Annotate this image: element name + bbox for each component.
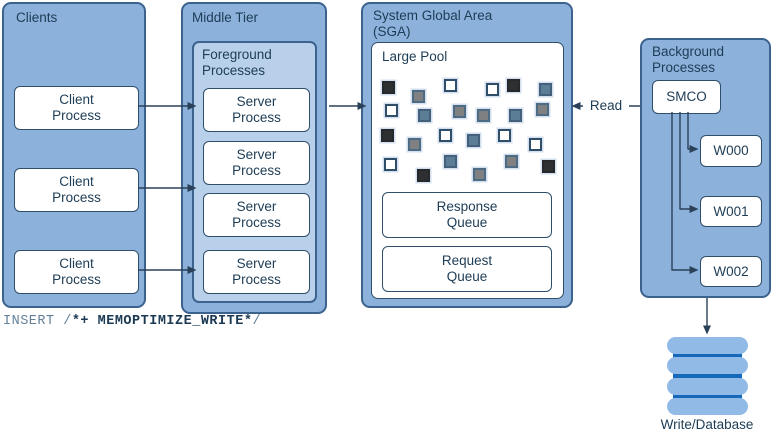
large-pool-box: Large Pool Response Queue Request Queue <box>371 42 564 299</box>
server-process-box: Server Process <box>203 88 310 132</box>
memory-block <box>382 81 395 94</box>
client-process-box: Client Process <box>14 168 139 212</box>
database-platter <box>667 337 748 354</box>
middle-tier-title: Middle Tier <box>192 10 259 25</box>
memory-block <box>408 138 421 151</box>
background-processes-panel: Background Processes SMCO W000 W001 W002 <box>640 38 771 298</box>
memory-block <box>477 109 490 122</box>
database-icon <box>667 337 748 415</box>
large-pool-squares <box>372 43 563 298</box>
memory-block <box>412 90 425 103</box>
sga-panel: System Global Area (SGA) Large Pool Resp… <box>361 2 573 308</box>
sql-prefix: INSERT / <box>3 314 72 329</box>
memory-block <box>507 79 520 92</box>
worker-box: W002 <box>700 256 762 287</box>
background-processes-title: Background Processes <box>652 44 725 76</box>
clients-panel: Clients Client Process Client Process Cl… <box>2 2 146 308</box>
request-queue-box: Request Queue <box>382 246 552 292</box>
sql-suffix: / <box>252 314 262 329</box>
memory-block <box>509 109 522 122</box>
large-pool-title: Large Pool <box>382 49 448 64</box>
memory-block <box>381 129 394 142</box>
clients-title: Clients <box>16 10 58 25</box>
memory-block <box>444 79 457 92</box>
sql-hint: INSERT /*+ MEMOPTIMIZE_WRITE*/ <box>3 314 261 329</box>
memory-block <box>486 83 499 96</box>
memory-block <box>536 103 549 116</box>
foreground-processes-panel: Foreground Processes Server Process Serv… <box>192 41 317 303</box>
foreground-processes-title: Foreground Processes <box>202 47 272 79</box>
memory-block <box>498 129 511 142</box>
memory-block <box>473 168 486 181</box>
client-process-box: Client Process <box>14 86 139 130</box>
server-process-box: Server Process <box>203 250 310 294</box>
client-process-box: Client Process <box>14 250 139 294</box>
memory-block <box>467 134 480 147</box>
memory-block <box>529 138 542 151</box>
memory-block <box>384 158 397 171</box>
sql-hint-bold: *+ MEMOPTIMIZE_WRITE* <box>71 314 253 329</box>
sga-title: System Global Area (SGA) <box>373 8 493 40</box>
memory-block <box>385 104 398 117</box>
database-platter <box>667 377 748 395</box>
memory-block <box>417 169 430 182</box>
memory-block <box>439 129 452 142</box>
memory-block <box>418 109 431 122</box>
response-queue-box: Response Queue <box>382 192 552 238</box>
memory-block <box>542 160 555 173</box>
server-process-box: Server Process <box>203 141 310 185</box>
memory-block <box>505 155 518 168</box>
memory-block <box>453 105 466 118</box>
middle-tier-panel: Middle Tier Foreground Processes Server … <box>181 2 327 314</box>
database-label: Write/Database <box>660 417 754 432</box>
worker-box: W001 <box>700 196 762 227</box>
memory-block <box>444 155 457 168</box>
memory-block <box>539 83 552 96</box>
smco-box: SMCO <box>652 80 721 114</box>
read-label: Read <box>583 96 629 114</box>
server-process-box: Server Process <box>203 193 310 237</box>
database-platter <box>667 357 748 375</box>
database-platter <box>667 397 748 415</box>
worker-box: W000 <box>700 135 762 167</box>
